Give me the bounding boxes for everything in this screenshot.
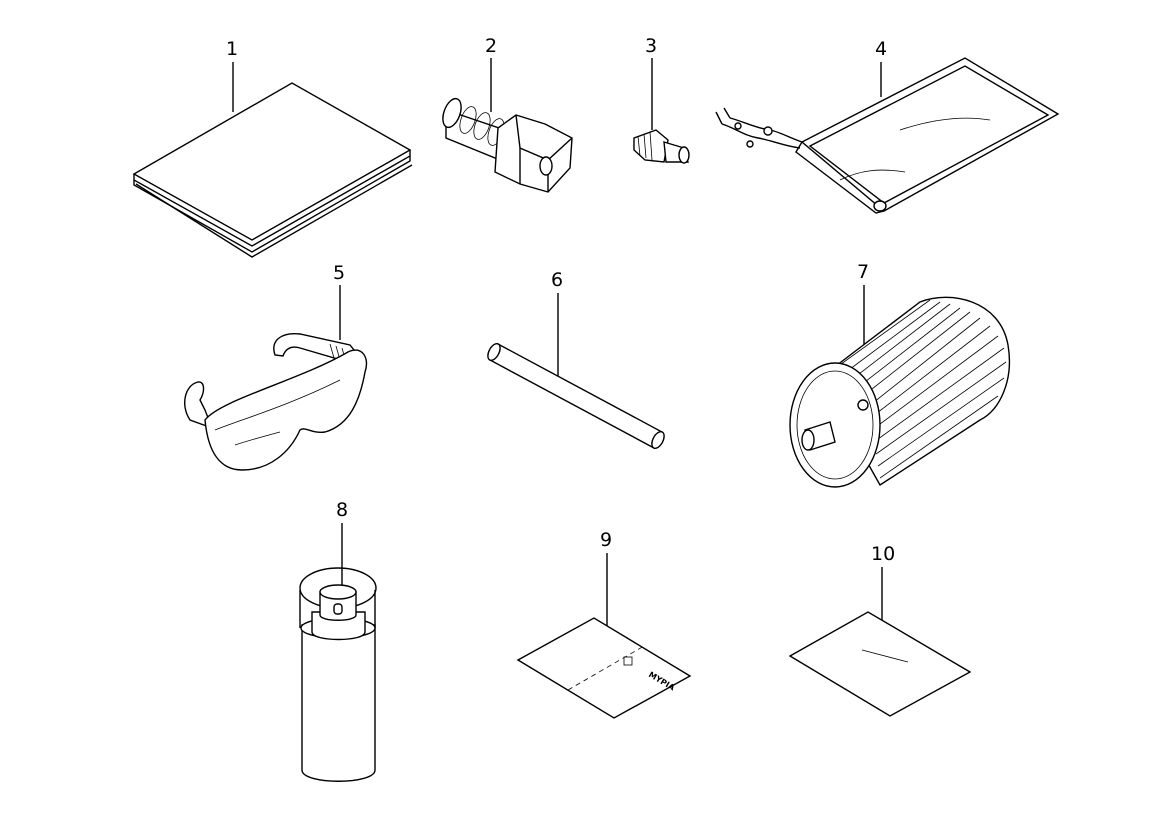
part-8-spray-can: 8	[299, 499, 377, 782]
part-2-hose-fitting: 2	[442, 35, 573, 193]
part-5-label: 5	[333, 262, 345, 284]
part-2-label: 2	[485, 35, 497, 57]
plain-sheet	[788, 611, 972, 717]
part-6-rod: 6	[487, 269, 665, 449]
can-cap-outline	[299, 590, 376, 628]
part-6-label: 6	[551, 269, 563, 291]
pouch-body	[800, 57, 1060, 212]
part-7-label: 7	[857, 261, 869, 283]
part-1-label: 1	[226, 38, 238, 60]
card-fold-line	[567, 645, 645, 691]
part-4-label: 4	[875, 38, 887, 60]
part-5-safety-glasses: 5	[184, 262, 368, 471]
filter-pleat-lines	[829, 299, 1007, 479]
part-9-card: 9 MYPIA	[516, 529, 692, 719]
part-3-grease-nipple: 3	[633, 35, 690, 164]
part-9-label: 9	[600, 529, 612, 551]
booklet-pages	[133, 150, 411, 247]
part-10-sheet: 10	[788, 543, 972, 717]
part-7-filter: 7	[789, 261, 1011, 488]
part-1-manual: 1	[132, 38, 413, 258]
filter-front-cap	[789, 362, 881, 488]
nut-bore	[539, 156, 553, 176]
part-4-pouch: 4	[715, 38, 1060, 214]
rod-body	[489, 343, 663, 449]
can-body	[301, 624, 376, 782]
card-sheet	[516, 617, 692, 719]
booklet-cover	[132, 82, 412, 241]
lens	[204, 349, 368, 471]
part-8-label: 8	[336, 499, 348, 521]
part-10-label: 10	[871, 543, 895, 565]
left-temple	[184, 381, 214, 430]
part-3-label: 3	[645, 35, 657, 57]
